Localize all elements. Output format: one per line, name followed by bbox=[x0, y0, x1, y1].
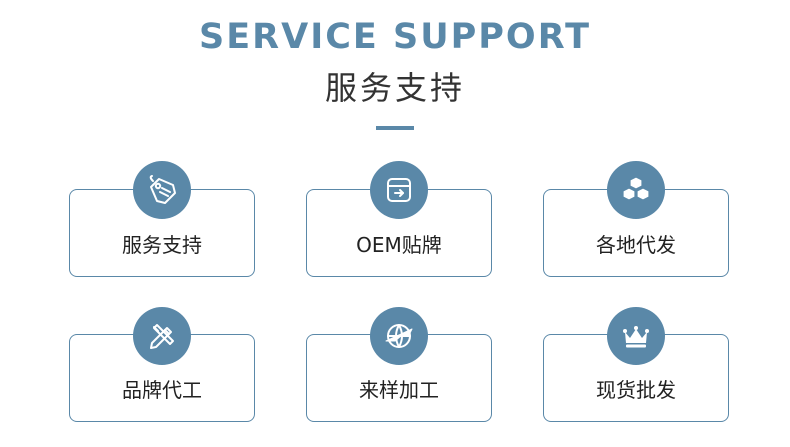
heading-chinese: 服务支持 bbox=[324, 69, 465, 107]
card-label: OEM贴牌 bbox=[356, 233, 442, 257]
cubes-icon bbox=[607, 161, 665, 219]
card-wholesale[interactable]: 现货批发 bbox=[543, 334, 729, 422]
pencil-ruler-icon bbox=[133, 307, 191, 365]
card-dropship[interactable]: 各地代发 bbox=[543, 189, 729, 277]
card-label: 服务支持 bbox=[122, 233, 202, 257]
card-label: 现货批发 bbox=[596, 378, 676, 402]
card-label: 品牌代工 bbox=[122, 378, 202, 402]
tag-icon bbox=[133, 161, 191, 219]
card-label: 各地代发 bbox=[596, 233, 676, 257]
heading-english: SERVICE SUPPORT bbox=[199, 17, 591, 57]
title-underline bbox=[376, 126, 414, 130]
card-sample-processing[interactable]: 来样加工 bbox=[306, 334, 492, 422]
box-icon bbox=[370, 161, 428, 219]
card-label: 来样加工 bbox=[359, 378, 439, 402]
crown-icon bbox=[607, 307, 665, 365]
airplane-globe-icon bbox=[370, 307, 428, 365]
